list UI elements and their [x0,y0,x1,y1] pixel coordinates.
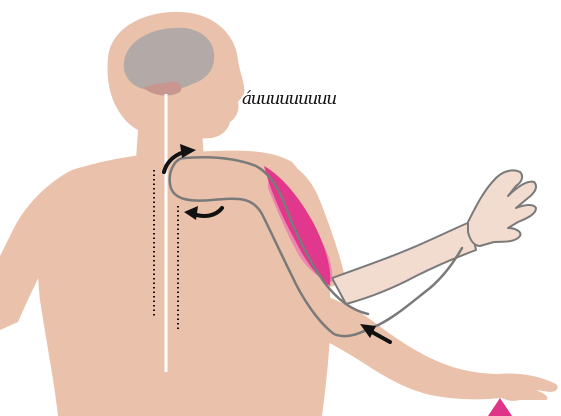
stimulus-marker [488,398,512,416]
forearm-lowered [306,290,502,399]
hand-raised [468,170,536,246]
hand-lowered [498,373,558,400]
forearm-raised [332,222,476,304]
vocalization-text: áuuuuuuuuu [242,89,336,109]
